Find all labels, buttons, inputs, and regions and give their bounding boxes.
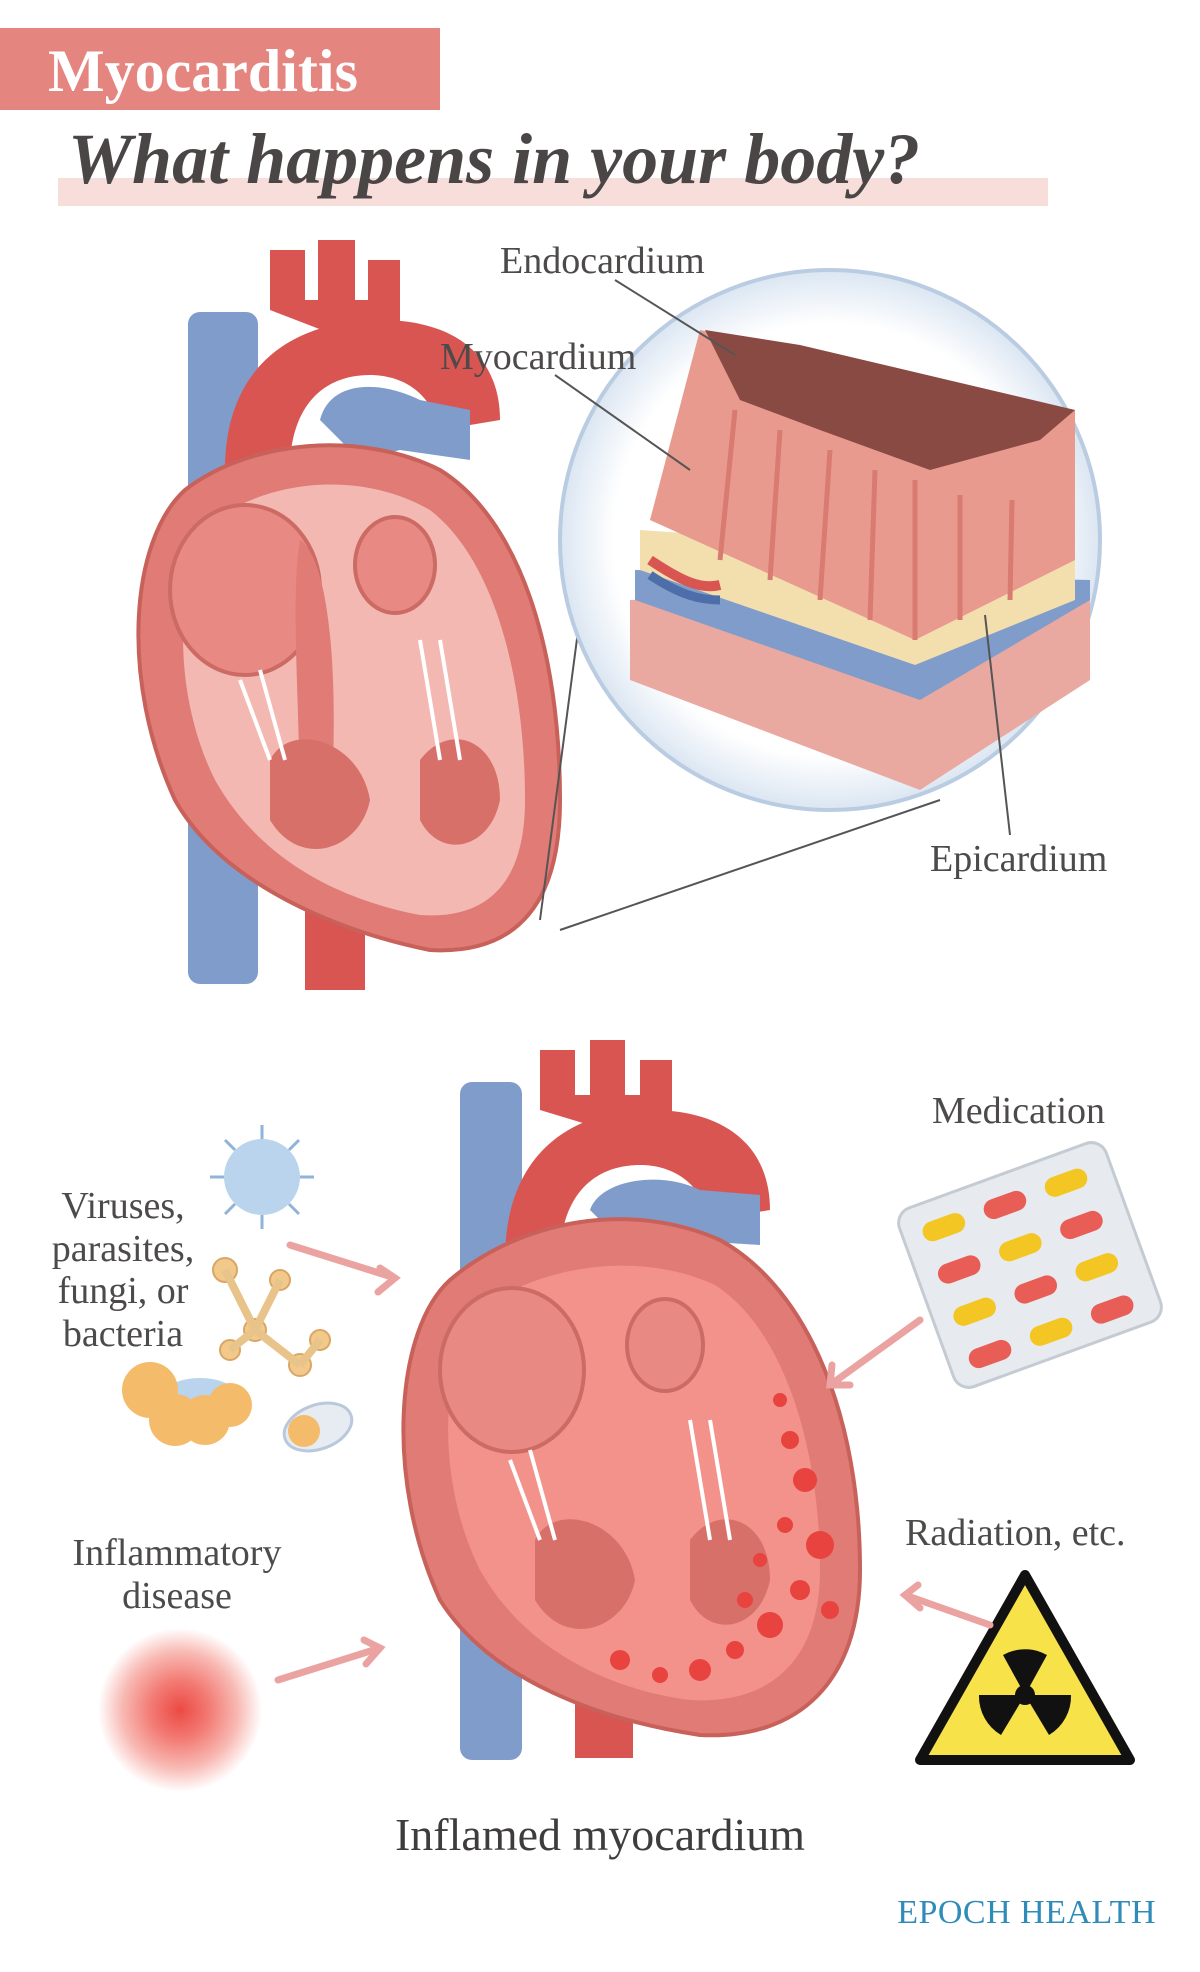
zoom-line-right: [559, 799, 941, 931]
papillary-muscle-right-shape: [270, 739, 370, 849]
chordae-shape: [238, 639, 462, 761]
brand-logo: EPOCH HEALTH: [897, 1894, 1156, 1931]
virus-icon: [224, 1139, 300, 1215]
arrow-medication: [826, 1316, 924, 1389]
label-pathogens-line: fungi, or: [57, 1270, 189, 1313]
subtitle-highlight: [58, 178, 1048, 206]
cause-arrows: [274, 1241, 994, 1684]
label-medication: Medication: [932, 1090, 1106, 1132]
label-inflammatory-line: Inflammatory: [72, 1532, 282, 1574]
label-pathogens-line: bacteria: [62, 1312, 184, 1355]
inflammation-target-icon: [98, 1628, 262, 1792]
fungi-icon: [212, 1257, 331, 1377]
small-vein-shape: [647, 571, 721, 605]
endocardium-leader: [614, 279, 736, 356]
label-epicardium: Epicardium: [930, 838, 1108, 880]
radiation-warning-icon: [915, 1570, 1135, 1765]
myocardium-leader: [554, 374, 691, 471]
arrow-radiation: [901, 1591, 994, 1629]
epicardium-leader: [984, 614, 1011, 836]
label-endocardium: Endocardium: [500, 240, 705, 282]
label-myocardium: Myocardium: [440, 336, 637, 378]
label-radiation: Radiation, etc.: [905, 1512, 1126, 1554]
small-artery-shape: [647, 555, 722, 592]
bacteria-icon: [122, 1362, 354, 1453]
inflammation-dots: [610, 1393, 839, 1683]
left-atrium-shape: [353, 515, 437, 615]
label-inflammatory: Inflammatory disease: [52, 1532, 302, 1617]
heart-diagram-normal: [136, 240, 563, 990]
arrow-inflammatory: [274, 1644, 384, 1684]
myocardium-magnifier: [558, 268, 1102, 812]
papillary-muscle-left-shape: [420, 739, 500, 845]
heart-diagram-inflamed: [401, 1040, 863, 1760]
inflamed-myocardium-caption: Inflamed myocardium: [394, 1809, 806, 1860]
inflamed-right-atrium-shape: [438, 1286, 586, 1454]
inflamed-left-atrium-shape: [625, 1297, 705, 1393]
title-tag-text: Myocarditis: [48, 38, 358, 104]
inflamed-chordae-shape: [508, 1419, 732, 1541]
page-subtitle: What happens in your body?: [68, 119, 921, 199]
endocardium-surface-shape: [705, 330, 1075, 470]
inflamed-papillary-right-shape: [535, 1519, 635, 1629]
title-tag: [0, 28, 440, 110]
muscle-fiber-lines: [717, 409, 1015, 640]
label-pathogens-line: Viruses,: [61, 1185, 185, 1227]
label-pathogens-line: parasites,: [51, 1227, 195, 1270]
arrow-pathogens: [286, 1241, 399, 1282]
inflamed-aortic-arch-shape: [505, 1110, 770, 1260]
label-inflammatory-line: disease: [122, 1574, 232, 1617]
pulmonary-artery-shape: [320, 386, 470, 460]
pathogens-cluster: [122, 1125, 354, 1453]
aortic-arch-shape: [225, 320, 500, 470]
medication-blister-icon: [897, 1141, 1163, 1389]
label-pathogens: Viruses, parasites, fungi, or bacteria: [38, 1185, 208, 1355]
